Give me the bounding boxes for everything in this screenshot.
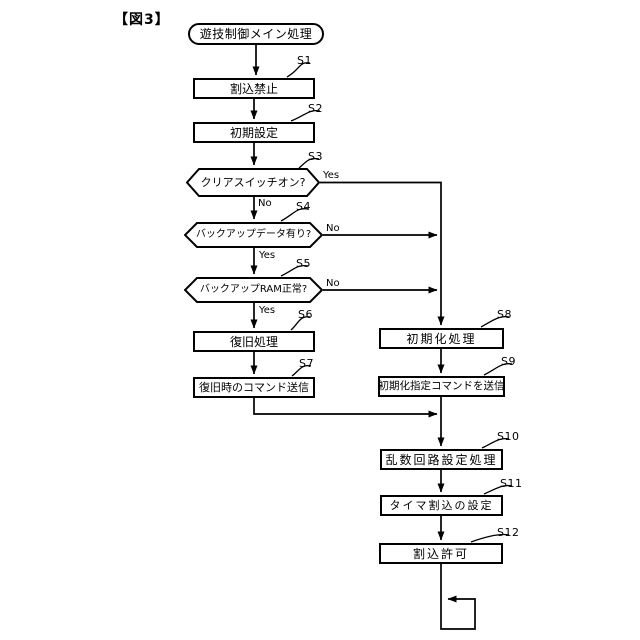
step-s7-label: 復旧時のコマンド送信 bbox=[199, 381, 309, 394]
step-s2-box: 初期設定 bbox=[193, 122, 315, 143]
step-s5-label: バックアップRAM正常? bbox=[199, 284, 308, 295]
leader-s9 bbox=[483, 363, 513, 376]
leader-s10 bbox=[481, 437, 510, 449]
leader-s12 bbox=[470, 533, 510, 543]
leader-s8 bbox=[480, 315, 510, 328]
edge-s12-loop-back bbox=[440, 564, 476, 630]
start-terminal: 遊技制御メイン処理 bbox=[188, 23, 324, 45]
leader-s7 bbox=[291, 365, 312, 377]
step-s4-decision: バックアップデータ有り? bbox=[184, 222, 323, 248]
step-s2-label: 初期設定 bbox=[229, 125, 278, 140]
step-id-s4: S4 bbox=[296, 200, 311, 213]
branch-label-s3-no: No bbox=[258, 198, 272, 209]
step-id-s11: S11 bbox=[500, 477, 523, 490]
start-label: 遊技制御メイン処理 bbox=[199, 27, 313, 41]
step-s6-label: 復旧処理 bbox=[229, 334, 278, 349]
step-s3-label: クリアスイッチオン? bbox=[200, 176, 306, 189]
step-s7-box: 復旧時のコマンド送信 bbox=[193, 377, 315, 398]
branch-label-s5-no: No bbox=[326, 278, 340, 289]
leader-s4 bbox=[280, 208, 309, 222]
step-s10-box: 乱数回路設定処理 bbox=[380, 449, 503, 470]
step-s9-label: 初期化指定コマンドを送信 bbox=[378, 380, 505, 393]
step-id-s3: S3 bbox=[308, 150, 323, 163]
figure-title: 【図3】 bbox=[114, 12, 170, 28]
step-s8-label: 初期化処理 bbox=[406, 331, 477, 346]
decision-hexagon-shape bbox=[186, 168, 320, 197]
leader-s2 bbox=[290, 109, 321, 122]
step-s9-box: 初期化指定コマンドを送信 bbox=[378, 376, 505, 397]
step-s8-box: 初期化処理 bbox=[379, 328, 504, 349]
step-s5-decision: バックアップRAM正常? bbox=[184, 277, 323, 303]
decision-hexagon-shape bbox=[184, 277, 323, 303]
step-s10-label: 乱数回路設定処理 bbox=[385, 452, 498, 467]
branch-label-s5-yes: Yes bbox=[259, 305, 276, 316]
step-s11-box: タイマ割込の設定 bbox=[380, 495, 503, 516]
leader-s5 bbox=[280, 264, 309, 277]
step-s1-box: 割込禁止 bbox=[193, 78, 315, 99]
decision-hexagon-shape bbox=[184, 222, 323, 248]
step-s12-box: 割込許可 bbox=[379, 543, 503, 564]
step-id-s2: S2 bbox=[308, 102, 323, 115]
step-s1-label: 割込禁止 bbox=[229, 81, 278, 96]
branch-label-s4-yes: Yes bbox=[259, 250, 276, 261]
leader-s6 bbox=[290, 316, 311, 331]
step-id-s5: S5 bbox=[296, 257, 311, 270]
edge-s7-merge bbox=[253, 398, 438, 418]
leader-s3 bbox=[298, 157, 320, 169]
step-id-s8: S8 bbox=[497, 308, 512, 321]
step-id-s9: S9 bbox=[501, 355, 516, 368]
step-id-s6: S6 bbox=[298, 308, 313, 321]
step-s4-label: バックアップデータ有り? bbox=[195, 229, 312, 240]
step-s3-decision: クリアスイッチオン? bbox=[186, 168, 320, 197]
step-id-s12: S12 bbox=[497, 526, 520, 539]
step-id-s10: S10 bbox=[497, 430, 520, 443]
edge-s3-yes-s8 bbox=[320, 181, 445, 326]
step-id-s7: S7 bbox=[299, 357, 314, 370]
leader-s11 bbox=[483, 484, 513, 495]
branch-label-s4-no: No bbox=[326, 223, 340, 234]
step-s11-label: タイマ割込の設定 bbox=[389, 499, 494, 512]
step-s6-box: 復旧処理 bbox=[193, 331, 315, 352]
leader-s1 bbox=[286, 62, 311, 78]
step-id-s1: S1 bbox=[297, 54, 312, 67]
branch-label-s3-yes: Yes bbox=[323, 170, 340, 181]
step-s12-label: 割込許可 bbox=[412, 546, 469, 561]
